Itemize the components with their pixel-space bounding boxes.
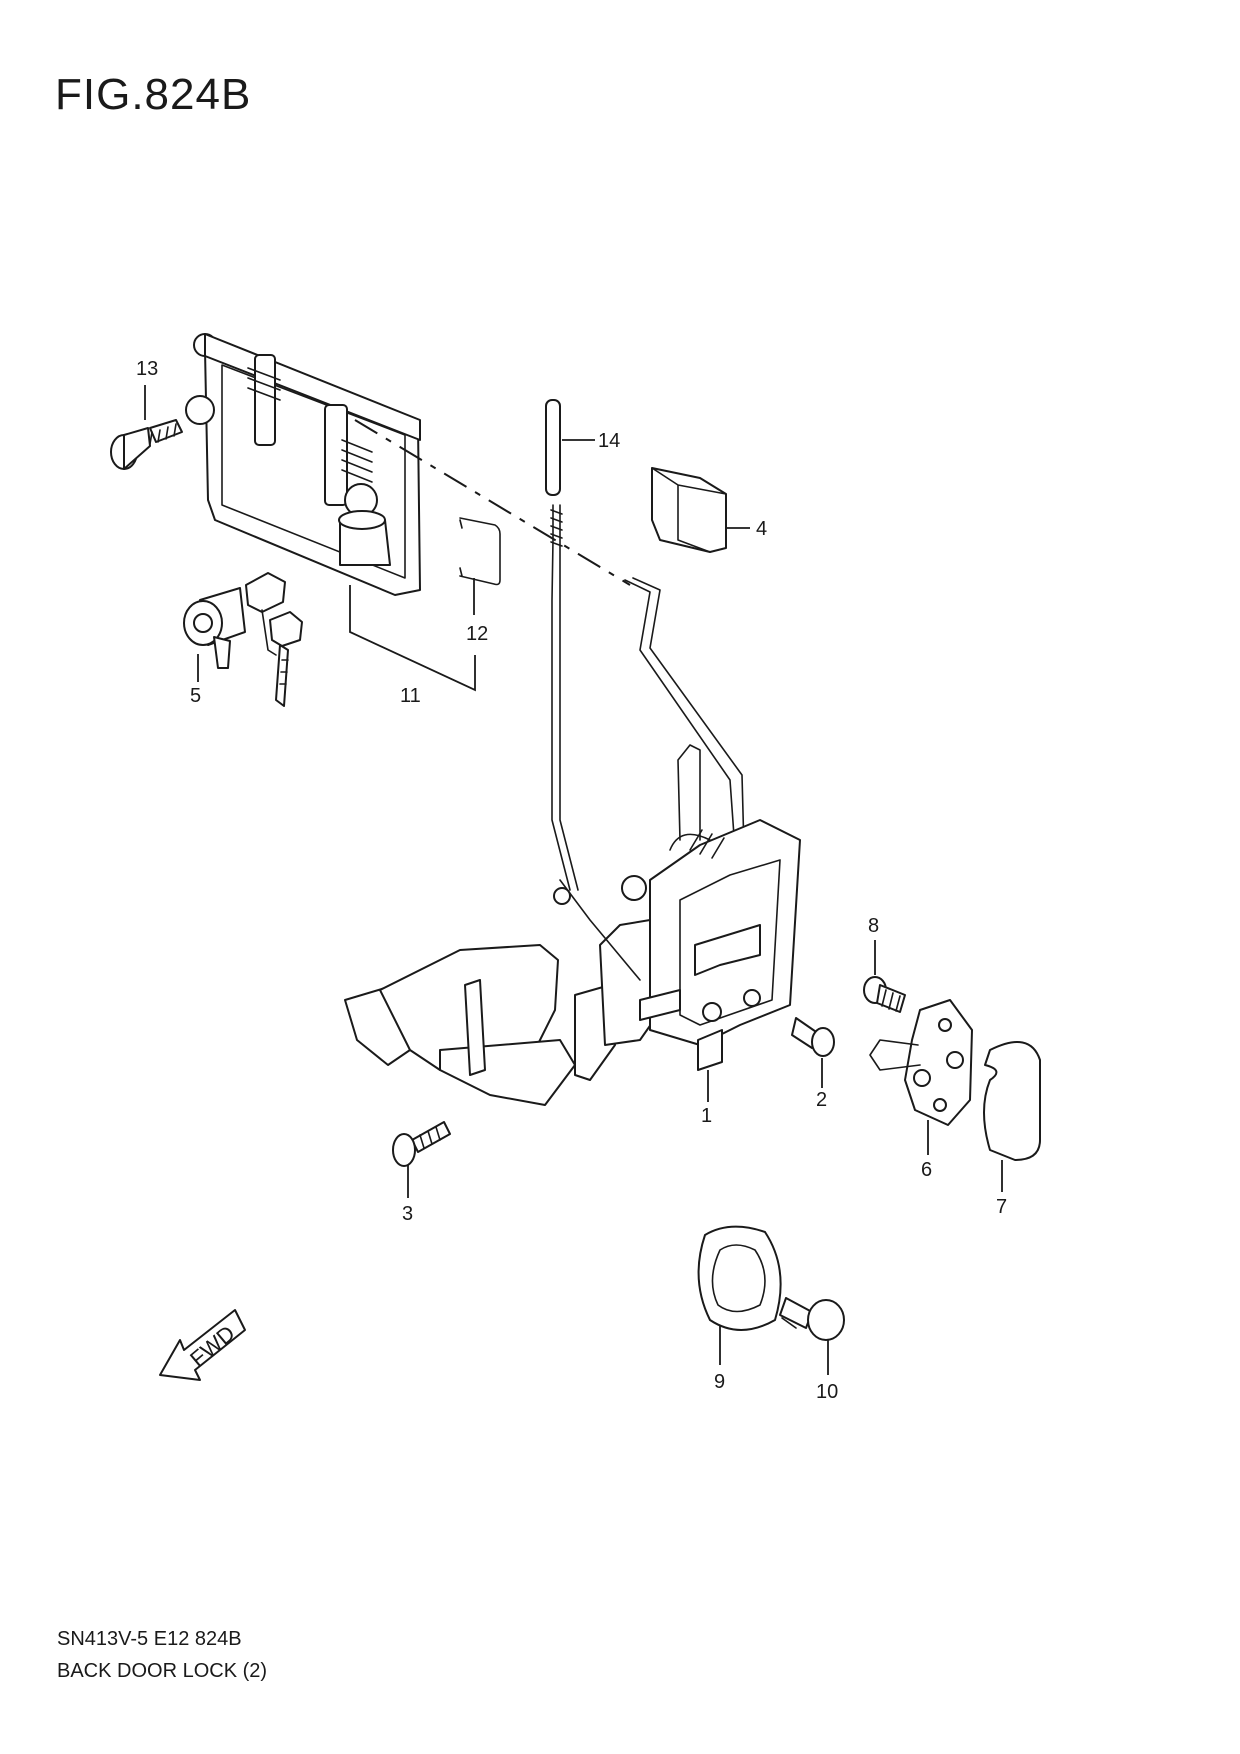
- callout-13: 13: [136, 358, 158, 380]
- callout-6: 6: [921, 1159, 932, 1181]
- part-11-handle[interactable]: [185, 333, 421, 596]
- part-9-grommet[interactable]: [697, 1225, 782, 1331]
- callout-14: 14: [598, 430, 620, 452]
- part-8-bolt[interactable]: [863, 976, 906, 1013]
- callout-4: 4: [756, 518, 767, 540]
- callout-8: 8: [868, 915, 879, 937]
- alignment-line: [354, 419, 631, 586]
- leader-lines: [144, 385, 1003, 1375]
- callout-5: 5: [190, 685, 201, 707]
- part-5-cylinder-keys[interactable]: [183, 572, 303, 707]
- callout-1: 1: [701, 1105, 712, 1127]
- callout-12: 12: [466, 623, 488, 645]
- part-6-striker[interactable]: [869, 999, 973, 1126]
- part-3-screw[interactable]: [392, 1121, 451, 1167]
- part-1-lock-assembly[interactable]: [344, 744, 801, 1106]
- part-2-screw[interactable]: [791, 1017, 835, 1057]
- callout-9: 9: [714, 1371, 725, 1393]
- rod-to-lock: [624, 577, 745, 851]
- fwd-arrow: FWD: [159, 1309, 246, 1381]
- part-13-bolt[interactable]: [110, 419, 183, 470]
- footer-figure-name: BACK DOOR LOCK (2): [57, 1660, 268, 1682]
- callout-10: 10: [816, 1381, 838, 1403]
- callout-2: 2: [816, 1089, 827, 1111]
- footer-model-code: SN413V-5 E12 824B: [57, 1628, 242, 1650]
- callout-7: 7: [996, 1196, 1007, 1218]
- callout-11: 11: [400, 685, 421, 707]
- callout-3: 3: [402, 1203, 413, 1225]
- part-4-pad[interactable]: [651, 467, 727, 553]
- part-12-gasket[interactable]: [459, 517, 501, 586]
- part-10-bolt[interactable]: [779, 1297, 845, 1341]
- part-7-shim[interactable]: [983, 1041, 1041, 1161]
- part-14-rod[interactable]: [545, 399, 579, 891]
- figure-title: FIG.824B: [55, 70, 252, 119]
